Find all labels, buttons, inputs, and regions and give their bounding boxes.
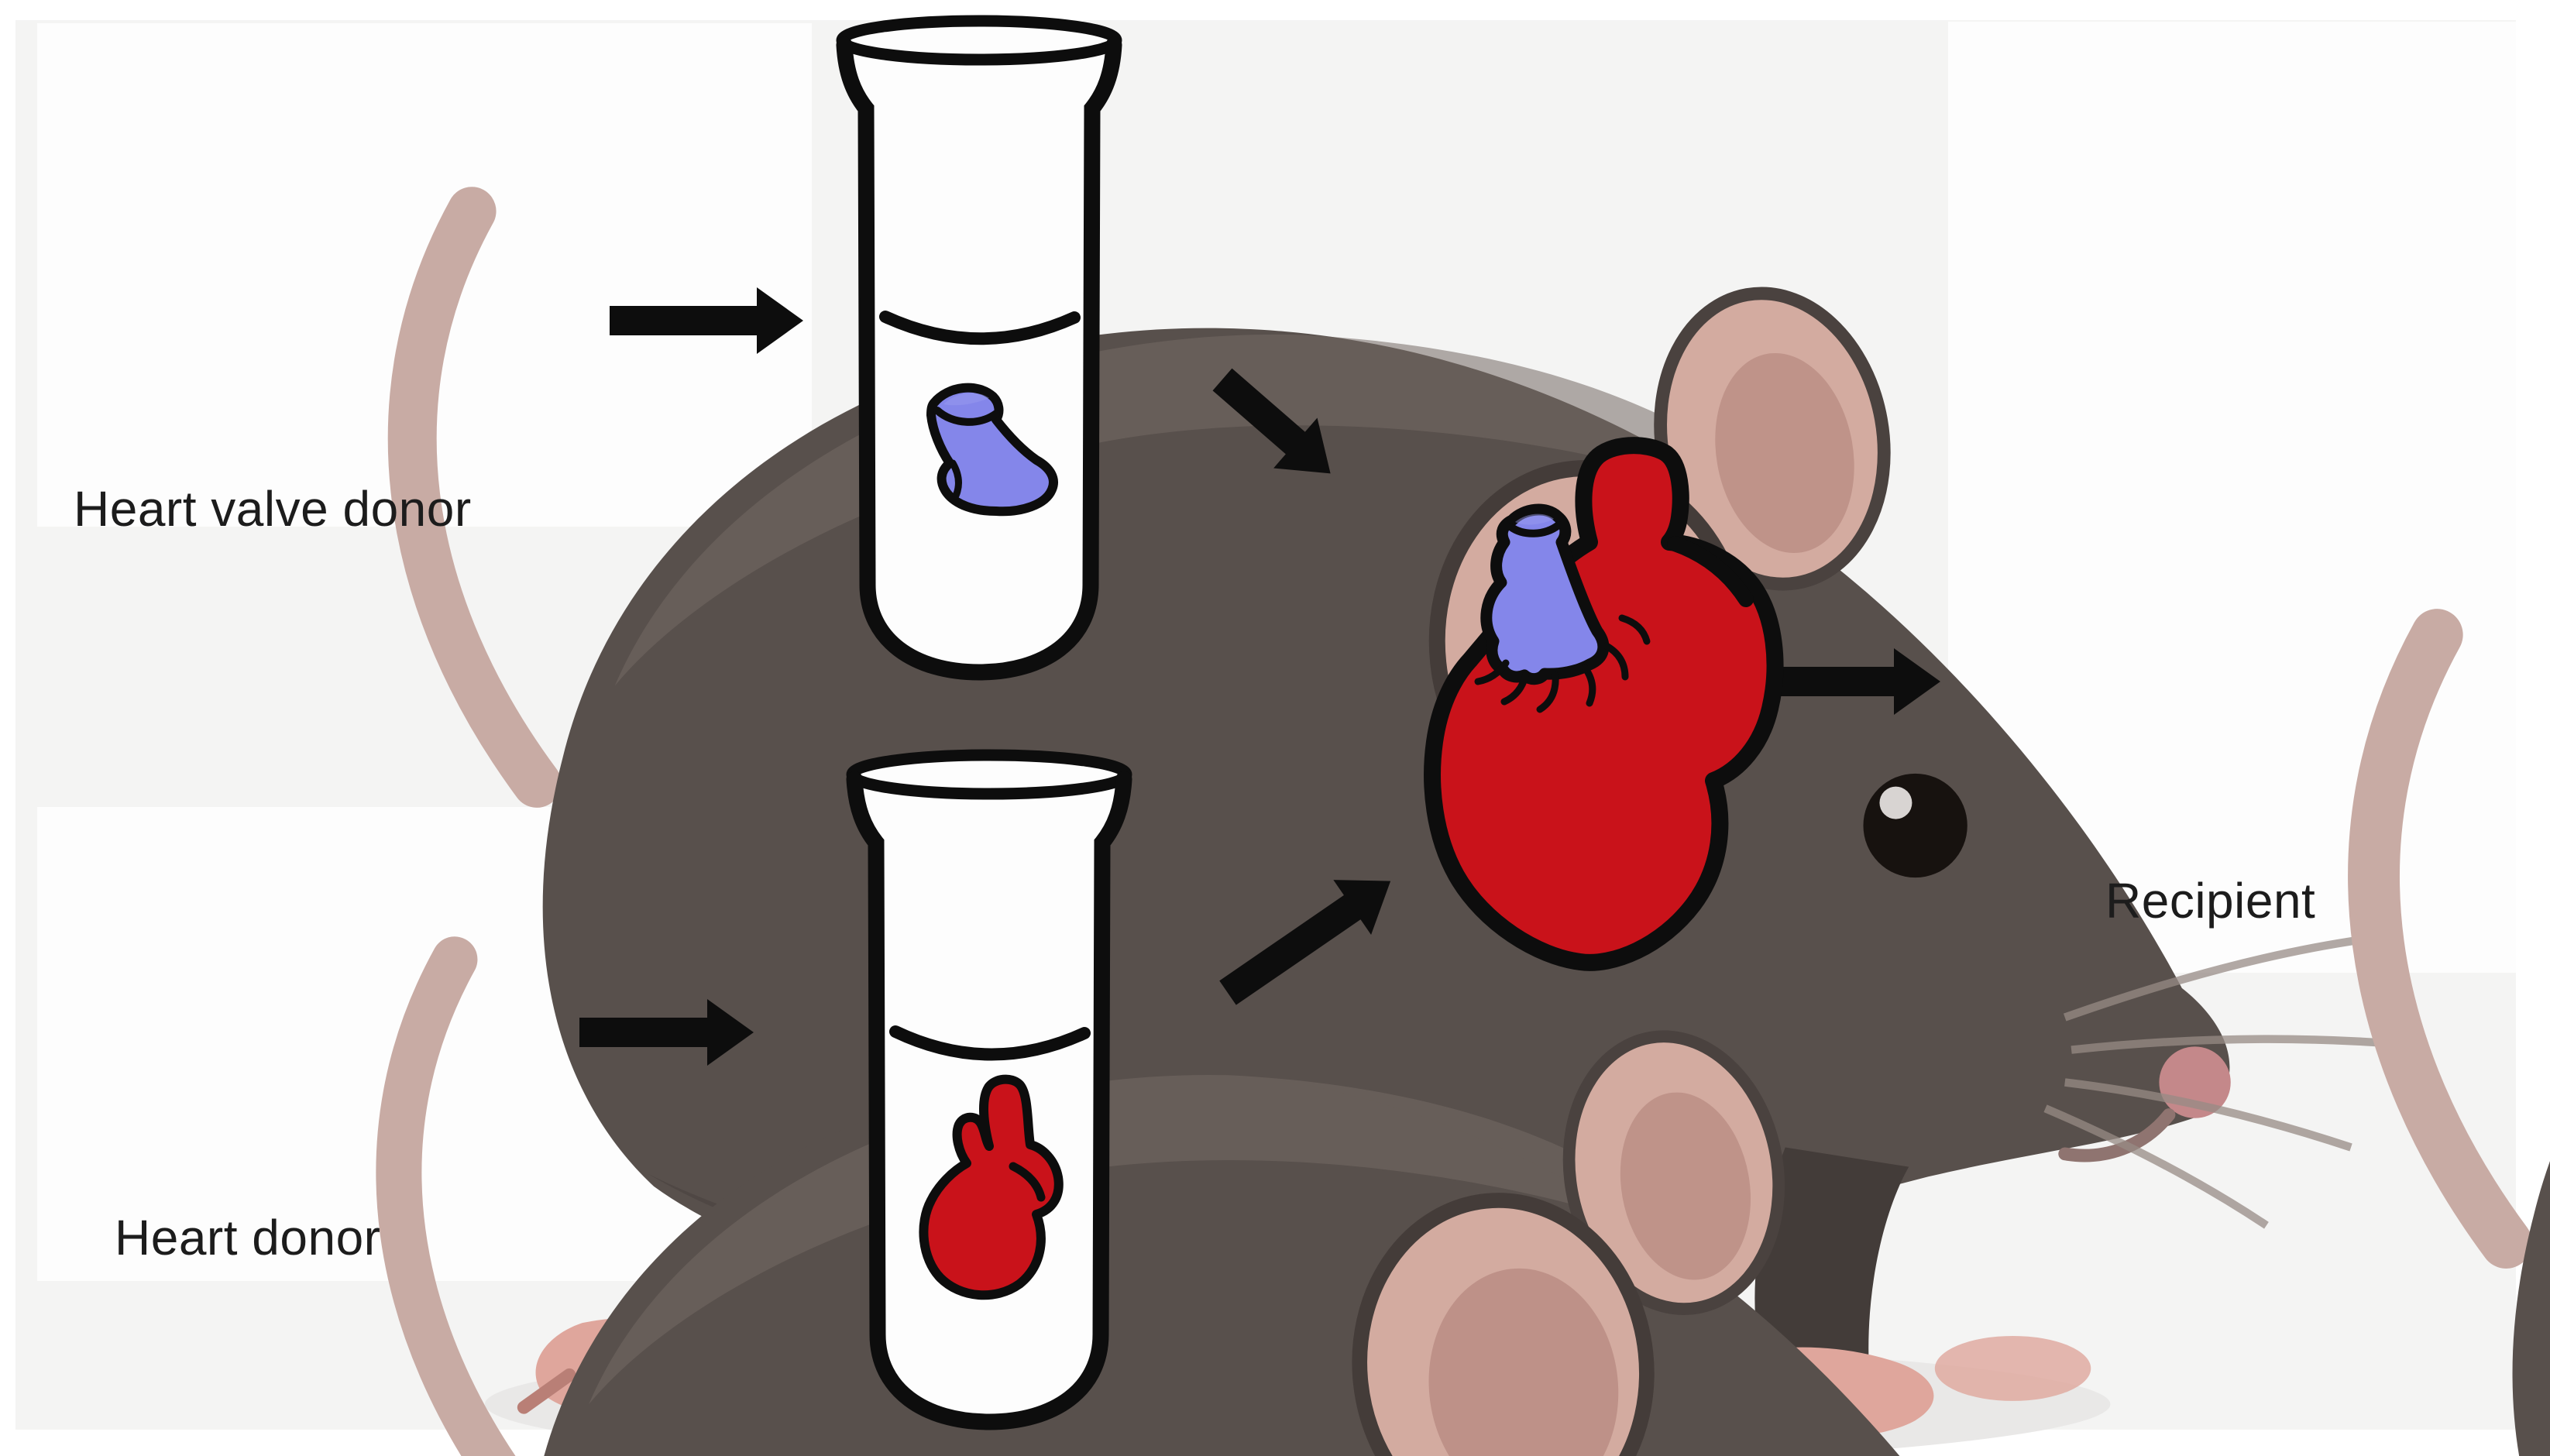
composite-heart (1424, 437, 1784, 971)
heart-test-tube (846, 749, 1132, 1430)
donor-heart-in-tube (919, 1074, 1064, 1300)
tube-rim (846, 749, 1132, 800)
arrows (579, 287, 1940, 1066)
arrow-heart-tube-to-composite-heart (1219, 880, 1391, 1005)
valve-graft-highlight (1515, 513, 1554, 525)
suture-stitches (1474, 614, 1651, 713)
valve-graft-opening-rim (1507, 521, 1562, 537)
valve-opening-rim (933, 407, 1000, 426)
donor-heart-crease (1009, 1162, 1046, 1202)
composite-heart-body (1424, 437, 1784, 971)
tube-liquid-line (889, 1025, 1091, 1061)
recipient-label: Recipient (2105, 873, 2316, 929)
tube-liquid-line (879, 311, 1081, 345)
valve-test-tube (836, 15, 1122, 681)
tube-outline (846, 771, 1132, 1430)
heart-donor-label: Heart donor (115, 1210, 381, 1265)
tube-outline (836, 36, 1122, 681)
arrow-heart-donor-to-tube (579, 999, 754, 1066)
valve-graft-shape (1480, 503, 1610, 685)
heart-valve-in-tube (926, 383, 1058, 517)
tube-body-fill (844, 43, 1114, 672)
heart-valve-donor-label: Heart valve donor (74, 481, 472, 537)
arrow-tube-to-composite-heart (1212, 368, 1331, 474)
tube-rim (836, 15, 1122, 66)
donor-heart-shape (919, 1074, 1064, 1300)
composite-heart-crease (1667, 536, 1754, 607)
arrow-composite-heart-to-recipient (1700, 648, 1940, 715)
valve-highlight (943, 393, 989, 406)
sutured-heart-valve (1474, 503, 1651, 713)
arrow-valve-donor-to-tube (610, 287, 803, 354)
valve-heel-crease (949, 459, 962, 500)
